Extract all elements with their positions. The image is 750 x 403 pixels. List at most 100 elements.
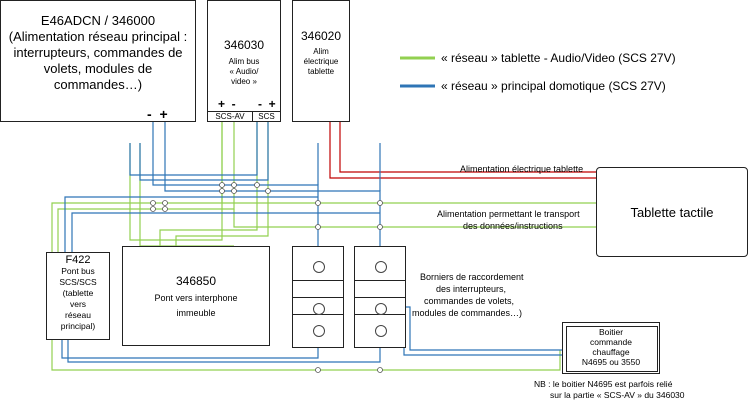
blue-wire-5 — [129, 122, 258, 176]
tablet-box: Tablette tactile — [596, 167, 748, 257]
f422-title: F422 — [65, 254, 91, 266]
blue-wire-8 — [71, 212, 380, 252]
main-psu-title: E46ADCN / 346000 — [40, 13, 156, 28]
crossing-arc — [315, 200, 321, 206]
heating-line-3: chauffage — [592, 347, 630, 357]
crossing-arc — [231, 188, 237, 194]
heating-inner-border — [566, 326, 658, 372]
crossing-arc — [162, 206, 168, 212]
crossing-arcs — [150, 182, 383, 373]
blue-wire-2 — [164, 122, 381, 266]
av-psu-title: 346030 — [223, 38, 265, 52]
av-psu-port-scs: SCS — [258, 112, 275, 121]
blue-wire-7 — [64, 196, 318, 252]
blue-wire-6 — [139, 122, 269, 181]
terminal-screw — [313, 261, 325, 273]
crossing-arc — [150, 200, 156, 206]
green-wire-1 — [51, 122, 223, 252]
terminal-screw — [375, 325, 387, 337]
f422-line-2: SCS/SCS — [59, 277, 97, 287]
tablet-psu-title: 346020 — [300, 29, 342, 43]
crossing-arc — [315, 367, 321, 373]
main-psu-line-3: volets, modules de — [43, 61, 153, 76]
av-psu-box: 346030 Alim bus « Audio/ video » + - - +… — [207, 0, 281, 122]
tablet-psu-line-2: électrique — [303, 57, 339, 66]
green-wire-2 — [57, 122, 235, 252]
label-power-transport-2: des données/instructions — [463, 221, 563, 231]
terminal-divider — [355, 297, 405, 298]
crossing-arc — [377, 367, 383, 373]
blue-wire-1 — [152, 122, 319, 266]
terminal-block-1 — [292, 246, 344, 348]
crossing-arc — [315, 224, 321, 230]
legend-blue-label: « réseau » principal domotique (SCS 27V) — [441, 79, 666, 93]
green-wire-9 — [51, 340, 561, 371]
main-psu-box: E46ADCN / 346000 (Alimentation réseau pr… — [0, 0, 196, 122]
main-psu-line-2: interrupteurs, commandes de — [13, 45, 183, 60]
green-wire-7 — [159, 122, 258, 246]
blue-wire-14 — [67, 336, 381, 363]
terminals-label-1: Borniers de raccordement — [420, 272, 524, 282]
f422-line-3: (tablette — [62, 288, 94, 298]
heating-line-4: N4695 ou 3550 — [581, 357, 641, 367]
f422-box: F422 Pont bus SCS/SCS (tablette vers rés… — [46, 252, 110, 340]
av-psu-port-divider — [252, 111, 253, 122]
heating-box: Boitier commande chauffage N4695 ou 3550 — [562, 322, 660, 374]
crossing-arc — [219, 188, 225, 194]
crossing-arc — [162, 200, 168, 206]
terminals-label-3: commandes de volets, — [424, 296, 515, 306]
bridge-346850-title: 346850 — [175, 274, 217, 288]
av-psu-line-1: Alim bus — [228, 57, 260, 66]
crossing-arc — [231, 182, 237, 188]
av-psu-port-scs-av: SCS-AV — [215, 112, 245, 121]
terminal-screw — [313, 325, 325, 337]
green-network-wires — [51, 122, 598, 371]
red-power-wires — [329, 122, 598, 179]
crossing-arc — [377, 224, 383, 230]
terminals-label-2: des interrupteurs, — [436, 284, 507, 294]
crossing-arc — [254, 182, 260, 188]
tablet-psu-line-1: Alim — [313, 47, 329, 56]
red-wire-2 — [339, 122, 598, 173]
tablet-psu-box: 346020 Alim électrique tablette — [292, 0, 350, 122]
red-wire-1 — [329, 122, 598, 179]
label-power-transport-1: Alimentation permettant le transport — [437, 209, 580, 219]
terminal-divider — [293, 280, 343, 281]
bridge-346850-line-1: Pont vers interphone — [154, 293, 238, 303]
heating-line-1: Boitier — [598, 327, 624, 337]
f422-line-6: principal) — [60, 321, 96, 331]
bridge-346850-line-2: immeuble — [176, 308, 216, 318]
note-line-1: NB : le boitier N4695 est parfois relié — [534, 379, 673, 389]
main-psu-line-1: (Alimentation réseau principal : — [8, 29, 188, 44]
f422-line-5: réseau — [65, 310, 91, 320]
heating-line-2: commande — [589, 337, 633, 347]
terminal-divider — [293, 297, 343, 298]
crossing-arc — [219, 182, 225, 188]
f422-line-1: Pont bus — [61, 266, 95, 276]
terminal-screw — [375, 261, 387, 273]
terminal-block-2 — [354, 246, 406, 348]
crossing-arc — [150, 206, 156, 212]
crossing-arc — [377, 200, 383, 206]
main-psu-line-4: commandes…) — [53, 77, 143, 92]
green-wire-5 — [129, 122, 223, 241]
av-psu-line-3: video » — [231, 77, 257, 86]
crossing-arc — [265, 188, 271, 194]
f422-line-4: vers — [69, 299, 87, 309]
legend-green-label: « réseau » tablette - Audio/Video (SCS 2… — [441, 51, 676, 65]
terminal-divider — [355, 280, 405, 281]
terminals-label-4: modules de commandes…) — [412, 308, 523, 318]
av-psu-terminals-left: + - — [218, 97, 236, 111]
av-psu-port-row — [208, 111, 280, 123]
terminal-screw — [313, 303, 325, 315]
label-power-tablet: Alimentation électrique tablette — [460, 164, 584, 174]
terminal-screw — [375, 303, 387, 315]
av-psu-line-2: « Audio/ — [229, 67, 259, 76]
av-psu-terminals-right: - + — [258, 97, 276, 111]
note-line-2: sur la partie « SCS-AV » du 346030 — [550, 390, 685, 400]
green-wire-4 — [233, 209, 598, 228]
tablet-psu-line-3: tablette — [307, 67, 335, 76]
bridge-346850-box: 346850 Pont vers interphone immeuble — [122, 246, 270, 346]
tablet-title: Tablette tactile — [630, 205, 714, 220]
